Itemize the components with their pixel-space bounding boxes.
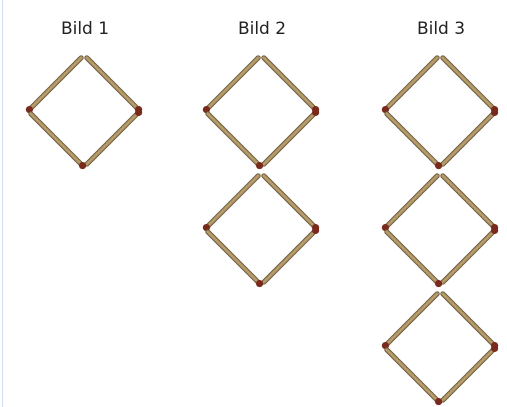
figure-2-square-2-match-top-left — [203, 176, 258, 231]
figure-1-square-1-match-bottom-right — [87, 109, 142, 164]
figure-2-square-1-match-bottom-right — [264, 109, 319, 164]
figure-1-square-1-match-top-right — [87, 58, 142, 113]
figure-1-square-1-match-bottom-left — [31, 114, 86, 169]
figure-3-square-2-match-top-left — [382, 176, 437, 231]
figure-1-square-1-match-top-left — [26, 58, 81, 113]
figure-3-square-3-match-top-right — [443, 294, 498, 349]
figure-2-square-1-match-top-left — [203, 58, 258, 113]
figure-3-square-3-match-top-left — [382, 294, 437, 349]
figure-2-square-1-match-bottom-left — [208, 114, 263, 169]
figure-3-square-2-match-top-right — [443, 176, 498, 231]
figure-3-square-3-match-bottom-left — [387, 350, 442, 405]
figure-3-square-2-match-bottom-right — [443, 227, 498, 282]
figure-2-square-2-match-bottom-left — [208, 232, 263, 287]
figure-3-square-1-match-bottom-left — [387, 114, 442, 169]
figure-3-square-1-match-top-right — [443, 58, 498, 113]
figure-3-square-1-match-top-left — [382, 58, 437, 113]
figure-2-square-2-match-bottom-right — [264, 227, 319, 282]
figure-2-square-2-match-top-right — [264, 176, 319, 231]
figure-2-square-1-match-top-right — [264, 58, 319, 113]
figure-3-square-3-match-bottom-right — [443, 345, 498, 400]
figure-3-square-1-match-bottom-right — [443, 109, 498, 164]
figure-3-square-2-match-bottom-left — [387, 232, 442, 287]
